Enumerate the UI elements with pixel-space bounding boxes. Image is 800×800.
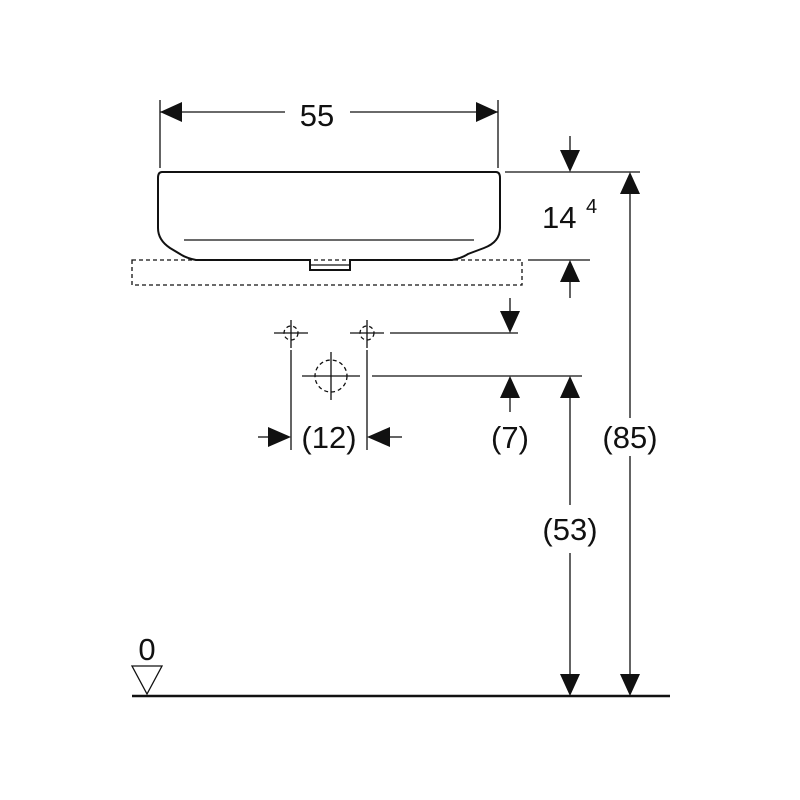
total-height-label: (85) <box>602 420 657 455</box>
arrow-down-icon <box>560 150 580 172</box>
arrow-up-icon <box>560 260 580 282</box>
tap-drain-label: (7) <box>491 420 529 455</box>
basin-outline <box>157 171 501 271</box>
tap-left <box>274 320 308 348</box>
floor-level-label: 0 <box>138 632 155 667</box>
drain-connection <box>302 352 360 400</box>
drain-height-dimension: (53) <box>542 376 598 696</box>
arrow-up-icon <box>620 172 640 194</box>
arrow-down-icon <box>500 311 520 333</box>
tap-spacing-label: (12) <box>301 420 356 455</box>
arrow-down-icon <box>620 674 640 696</box>
arrow-down-icon <box>560 674 580 696</box>
arrow-right-icon <box>268 427 291 447</box>
basin-height-superscript: 4 <box>586 196 597 218</box>
floor-level-marker: 0 <box>130 632 164 696</box>
arrow-left-icon <box>160 102 182 122</box>
arrow-left-icon <box>367 427 390 447</box>
tap-right <box>350 320 384 348</box>
tap-spacing-dimension: (12) <box>258 350 402 455</box>
tap-drain-dimension: (7) <box>372 298 582 455</box>
width-dimension: 55 <box>159 98 499 168</box>
basin-height-dimension: 14 4 <box>505 136 640 298</box>
tap-connections <box>274 320 384 348</box>
arrow-up-icon <box>560 376 580 398</box>
arrow-right-icon <box>476 102 498 122</box>
width-label: 55 <box>300 98 334 133</box>
level-triangle-icon <box>130 665 164 696</box>
basin-height-label: 14 <box>542 200 576 235</box>
total-height-dimension: (85) <box>602 172 658 696</box>
drain-height-label: (53) <box>542 512 597 547</box>
countertop <box>131 259 523 286</box>
arrow-up-icon <box>500 376 520 398</box>
basin <box>157 171 501 271</box>
